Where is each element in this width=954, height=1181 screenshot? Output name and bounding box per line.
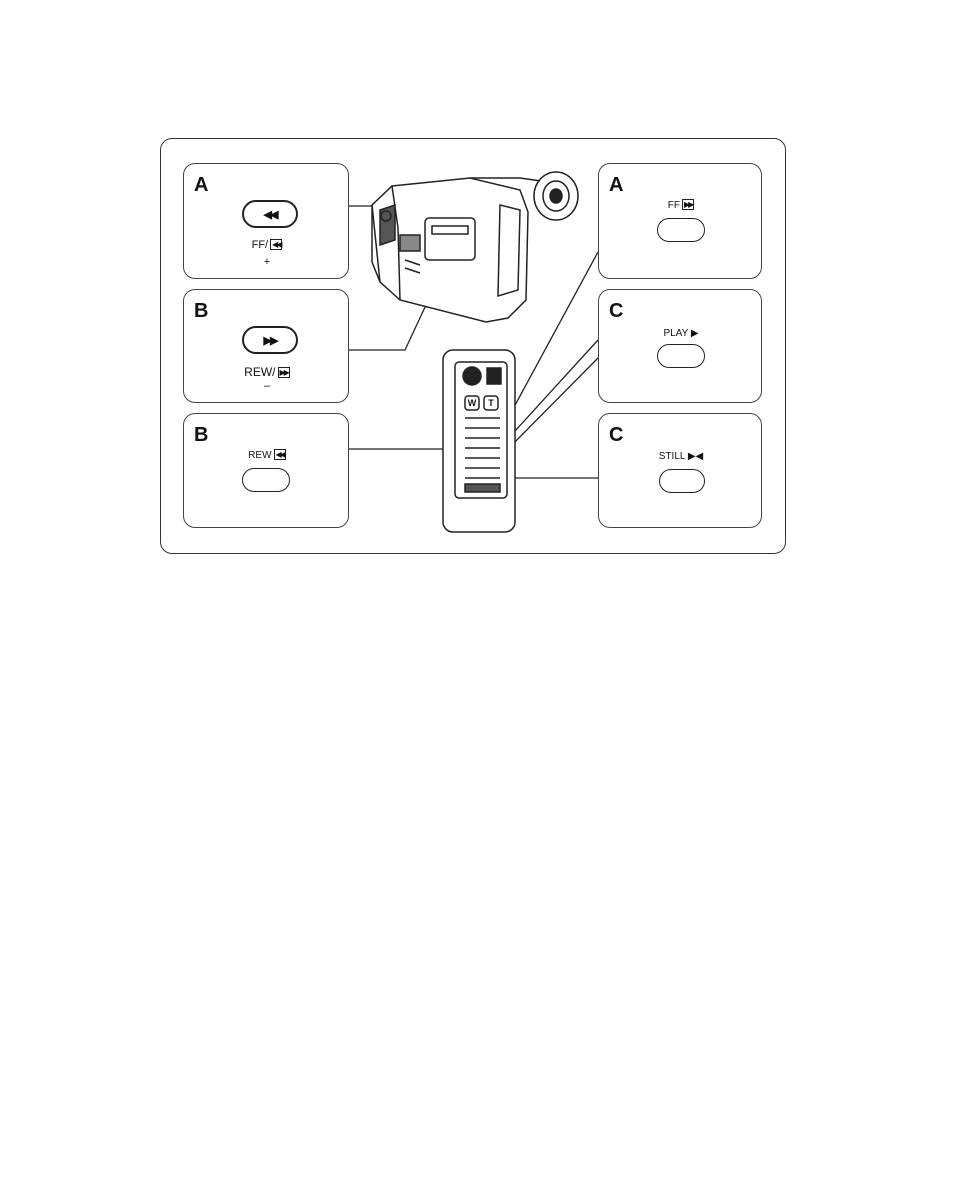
fast-forward-icon: ▶▶ (682, 199, 694, 210)
button-label: REW◀◀ (184, 449, 350, 461)
fast-forward-icon: ▶▶ (278, 367, 290, 378)
rewind-icon: ◀◀ (274, 449, 286, 460)
remote-control-illustration (443, 350, 515, 532)
panel-letter: B (194, 424, 208, 447)
panel-c-right: C PLAY ▶ (598, 289, 762, 403)
panel-a-right: A FF▶▶ (598, 163, 762, 279)
button-label: REW/▶▶ (184, 365, 350, 379)
ff-remote-button[interactable] (657, 218, 705, 242)
rewind-button[interactable]: ◀◀ (242, 200, 298, 228)
remote-w-label: W (467, 398, 477, 408)
remote-t-label: T (486, 398, 496, 408)
button-label: FF▶▶ (599, 199, 763, 211)
button-label: FF/◀◀ (184, 239, 350, 251)
panel-letter: C (609, 300, 623, 323)
panel-letter: A (609, 174, 623, 197)
panel-c-right-bottom: C STILL ▶◀ (598, 413, 762, 528)
panel-letter: C (609, 424, 623, 447)
camcorder-illustration (372, 172, 578, 322)
play-remote-button[interactable] (657, 344, 705, 368)
minus-label: – (184, 380, 350, 392)
panel-a-left: A ◀◀ FF/◀◀ + (183, 163, 349, 279)
rew-remote-button[interactable] (242, 468, 290, 492)
rewind-icon: ◀◀ (270, 239, 282, 250)
fast-forward-icon: ▶▶ (264, 334, 277, 347)
button-label: PLAY ▶ (599, 328, 763, 339)
plus-label: + (184, 256, 350, 268)
still-remote-button[interactable] (659, 469, 705, 493)
button-label: STILL ▶◀ (599, 451, 763, 462)
panel-b-left-bottom: B REW◀◀ (183, 413, 349, 528)
panel-b-left: B ▶▶ REW/▶▶ – (183, 289, 349, 403)
fast-forward-button[interactable]: ▶▶ (242, 326, 298, 354)
rewind-icon: ◀◀ (264, 208, 277, 221)
panel-letter: B (194, 300, 208, 323)
panel-letter: A (194, 174, 208, 197)
